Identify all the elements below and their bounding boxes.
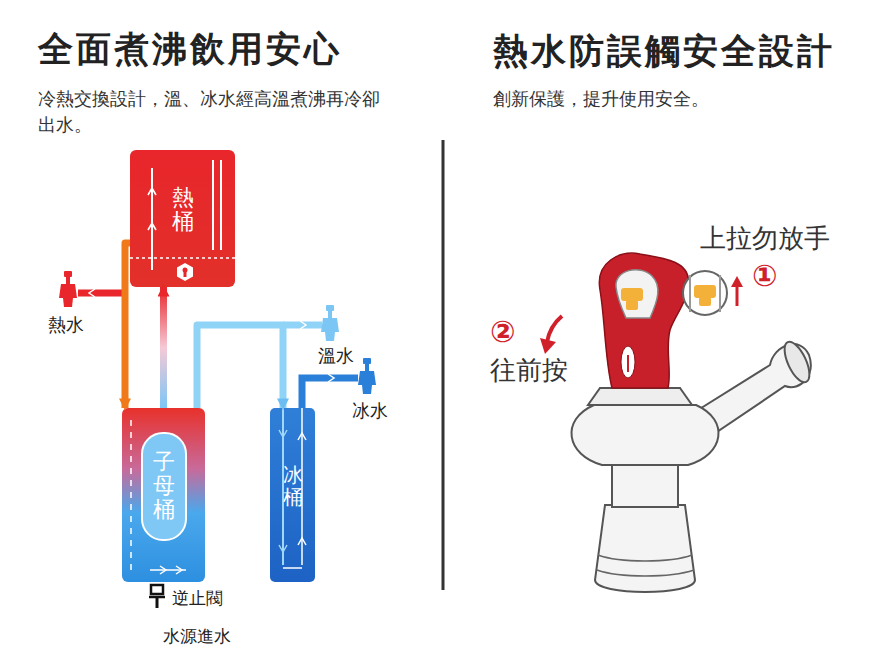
instruction-label: 往前按	[490, 352, 568, 390]
note-label: 水源進水	[163, 624, 231, 649]
tank-label: 子母桶	[141, 432, 187, 541]
outlet-label: 熱水	[48, 312, 84, 338]
ice-tank: 冰桶	[270, 408, 315, 582]
heading: 熱水防誤觸安全設計	[493, 26, 835, 77]
heading: 全面煮沸飲用安心	[38, 26, 342, 73]
tank-label: 冰桶	[283, 464, 303, 508]
pipe-connector	[197, 325, 283, 408]
callout-number: ①	[752, 254, 777, 298]
mother-tank: 子母桶	[122, 408, 205, 582]
callout-number: ②	[490, 310, 515, 354]
outlet-label: 溫水	[318, 343, 354, 369]
outlet-label: 冰水	[352, 398, 388, 424]
subtitle: 創新保護，提升使用安全。	[493, 86, 709, 112]
hot-tank: 熱桶	[130, 150, 235, 287]
pipe-connector	[160, 287, 167, 408]
part-label: 逆止閥	[172, 586, 223, 611]
instruction-label: 上拉勿放手	[700, 220, 830, 258]
pipe-connector	[125, 243, 130, 408]
subtitle: 冷熱交換設計，溫、冰水經高溫煮沸再冷卻出水。	[38, 86, 383, 138]
tank-label: 熱桶	[172, 186, 194, 234]
